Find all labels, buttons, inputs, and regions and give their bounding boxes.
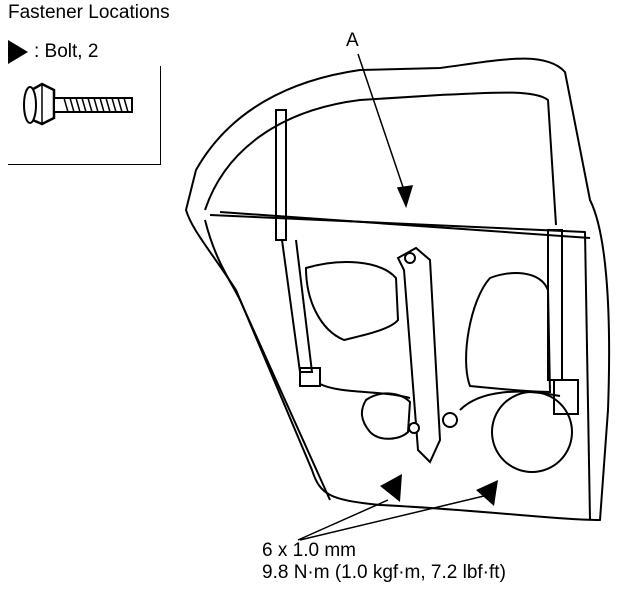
bolt-marker-icons bbox=[380, 412, 498, 506]
window-frame bbox=[204, 91, 557, 226]
bolt-illustration-box bbox=[8, 66, 161, 165]
diagram-title: Fastener Locations bbox=[8, 2, 170, 23]
legend-label: : Bolt, 2 bbox=[34, 41, 99, 62]
callout-a-label: A bbox=[346, 30, 359, 51]
solid-triangle-arrow-icon bbox=[8, 40, 28, 64]
torque-value: 9.8 N·m (1.0 kgf·m, 7.2 lbf·ft) bbox=[262, 562, 506, 583]
bolt-marker-left bbox=[380, 474, 402, 502]
torque-spec: 6 x 1.0 mm 9.8 N·m (1.0 kgf·m, 7.2 lbf·f… bbox=[262, 540, 506, 584]
regulator bbox=[396, 246, 442, 464]
door-outline bbox=[185, 57, 611, 521]
leader-lines bbox=[297, 53, 485, 541]
bolt-size: 6 x 1.0 mm bbox=[262, 540, 356, 561]
bolt-marker-right bbox=[476, 480, 498, 506]
bolt-legend: : Bolt, 2 bbox=[8, 40, 98, 64]
bolt-icon bbox=[23, 82, 133, 126]
front-glass-guide bbox=[275, 109, 321, 387]
panel-openings bbox=[304, 261, 573, 473]
rear-glass-guide bbox=[547, 229, 579, 415]
